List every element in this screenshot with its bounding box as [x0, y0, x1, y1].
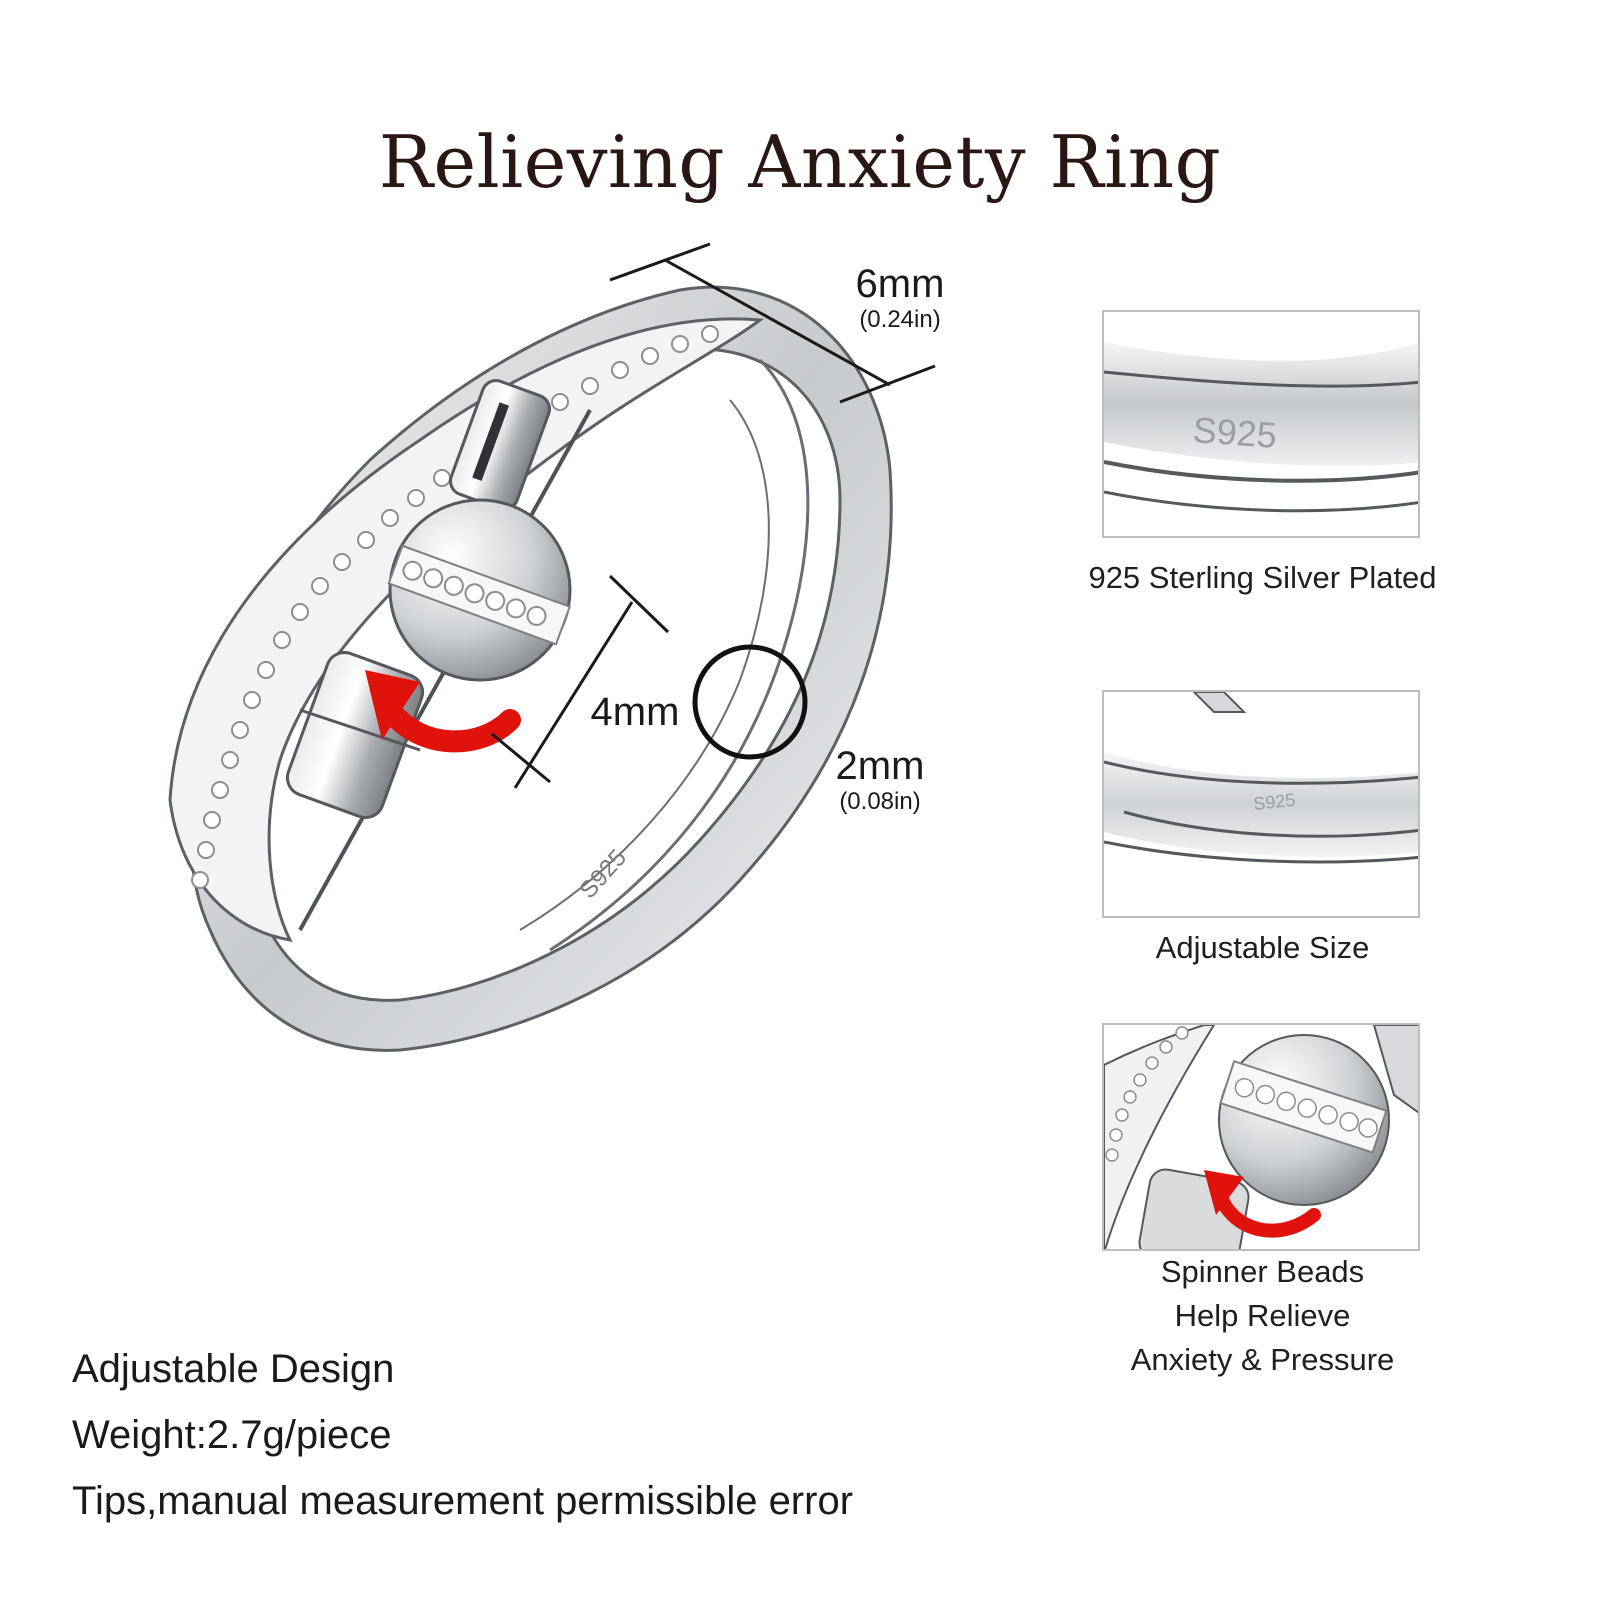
- note-measurement-tips: Tips,manual measurement permissible erro…: [72, 1479, 854, 1523]
- note-adjustable-design: Adjustable Design: [72, 1347, 395, 1391]
- ring-illustration: S925: [168, 242, 936, 1052]
- rotation-arrow-icon: [365, 670, 521, 753]
- feature-caption-adjustable: Adjustable Size: [1155, 930, 1370, 965]
- width-dimension-label: 6mm (0.24in): [820, 262, 980, 334]
- product-notes: Adjustable Design Weight:2.7g/piece Tips…: [72, 1336, 853, 1534]
- spinner-closeup-image: [1104, 1025, 1418, 1249]
- spinner-caption-line-1: Spinner Beads: [1160, 1254, 1365, 1289]
- width-dimension-value: 6mm: [855, 262, 945, 306]
- feature-panel-silver: S925: [1102, 310, 1420, 538]
- width-dimension-inches: (0.24in): [859, 306, 941, 333]
- dimension-lines: [491, 242, 936, 789]
- panel-stamp-1: S925: [1191, 409, 1278, 456]
- band-dimension-label: 2mm (0.08in): [800, 744, 960, 816]
- spinner-rotation-arrow-icon: [1215, 1193, 1321, 1238]
- ring-band: [168, 285, 893, 1052]
- spinner-caption-line-3: Anxiety & Pressure: [1130, 1342, 1395, 1377]
- feature-caption-silver: 925 Sterling Silver Plated: [1088, 560, 1437, 595]
- spinner-arrow-head-icon: [1204, 1170, 1244, 1215]
- silver-closeup-image: S925: [1104, 342, 1418, 513]
- feature-caption-spinner: Spinner Beads Help Relieve Anxiety & Pre…: [1040, 1250, 1485, 1382]
- spinner-caption-line-2: Help Relieve: [1174, 1298, 1351, 1333]
- bead-dimension-label: 4mm: [560, 690, 710, 734]
- note-weight: Weight:2.7g/piece: [72, 1413, 392, 1457]
- band-dimension-value: 2mm: [835, 744, 925, 788]
- band-dimension-inches: (0.08in): [839, 788, 921, 815]
- feature-panel-adjustable: S925: [1102, 690, 1420, 918]
- bead-dimension-value: 4mm: [590, 690, 680, 734]
- feature-panel-spinner: [1102, 1023, 1420, 1251]
- adjustable-closeup-image: S925: [1104, 692, 1418, 864]
- page-title: Relieving Anxiety Ring: [378, 120, 1222, 204]
- band-thickness-marker: [692, 644, 808, 760]
- panel-stamp-2: S925: [1252, 790, 1296, 814]
